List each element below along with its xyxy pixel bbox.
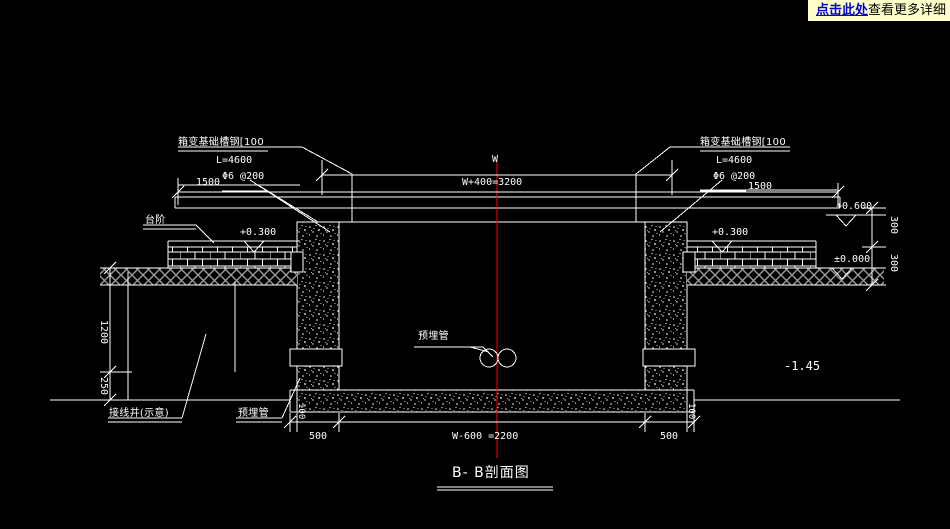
- promo-banner-text: 查看更多详细: [867, 3, 946, 18]
- elevation-right-slab: +0.300: [712, 227, 749, 238]
- promo-banner[interactable]: 点击此处 查看更多详细: [807, 0, 950, 21]
- label-channel-steel-left-length: L=4600: [216, 155, 253, 166]
- label-junction-box: 接线井(示意): [109, 408, 169, 419]
- label-channel-steel-left: 箱变基础槽钢[100: [178, 137, 264, 148]
- label-step: 台阶: [145, 215, 166, 226]
- dimension-right-300-lower: 300: [888, 254, 899, 273]
- dimension-left-1500: 1500: [196, 177, 221, 188]
- dimension-right-300-upper: 300: [888, 216, 899, 235]
- label-channel-steel-left-rebar: Φ6 @200: [222, 171, 265, 182]
- dimension-bottom-center: W-600 =2200: [452, 431, 519, 442]
- label-channel-steel-right-length: L=4600: [716, 155, 753, 166]
- elevation-left-slab: +0.300: [240, 227, 277, 238]
- dimension-right-1500: 1500: [748, 181, 773, 192]
- dimension-top-width-symbol: W: [492, 154, 499, 165]
- dimension-bottom-left-100: 100: [296, 403, 306, 420]
- dimension-bottom-left-500: 500: [309, 431, 328, 442]
- label-embedded-pipe-bottom: 预埋管: [238, 408, 269, 419]
- dimension-bottom-right-500: 500: [660, 431, 679, 442]
- elevation-foundation-bottom: -1.45: [784, 359, 821, 373]
- drawing-title: B- B剖面图: [452, 465, 530, 481]
- label-channel-steel-right-rebar: Φ6 @200: [713, 171, 756, 182]
- label-embedded-pipe-center: 预埋管: [418, 331, 449, 342]
- promo-banner-link[interactable]: 点击此处: [815, 3, 868, 18]
- elevation-top-right: +0.600: [836, 201, 873, 212]
- dimension-bottom-right-100: 100: [686, 403, 696, 420]
- dimension-top-overall: W+400=3200: [462, 177, 523, 188]
- elevation-ground: ±0.000: [834, 254, 871, 265]
- dimension-left-depth-1200: 1200: [98, 320, 109, 345]
- dimension-left-depth-250: 250: [98, 377, 109, 396]
- label-channel-steel-right: 箱变基础槽钢[100: [700, 137, 786, 148]
